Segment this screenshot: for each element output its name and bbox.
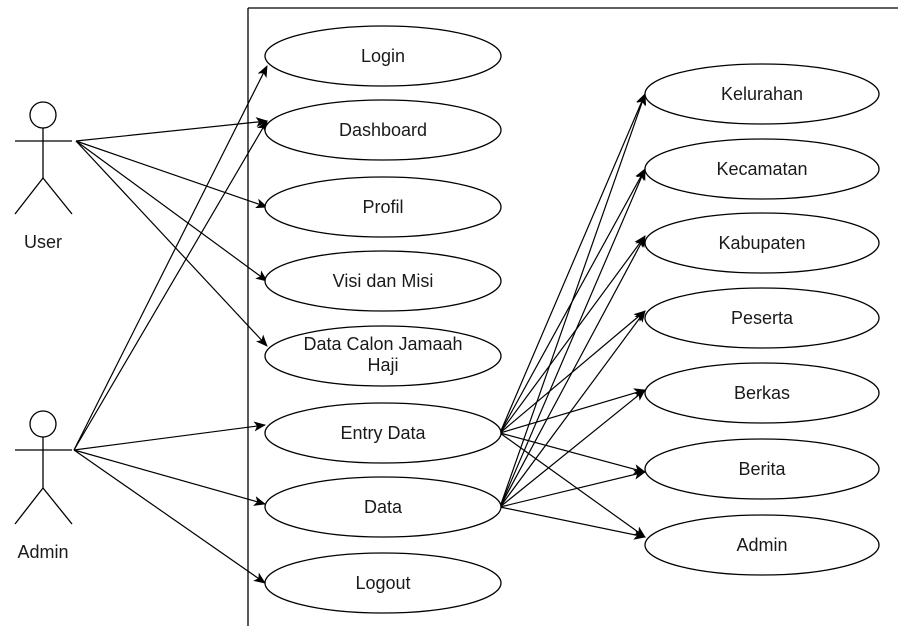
use-case-kabupaten[interactable]: Kabupaten xyxy=(644,212,880,274)
use-case-login-label: Login xyxy=(361,46,405,66)
relation-user-to-profil xyxy=(75,140,268,209)
use-case-data[interactable]: Data xyxy=(264,476,502,538)
relation-entry-to-kabupaten xyxy=(499,235,646,434)
relation-admin-to-logout xyxy=(73,449,266,584)
use-case-admin[interactable]: Admin xyxy=(644,514,880,576)
relation-data-to-berkas xyxy=(499,389,646,508)
actor-admin-left-leg xyxy=(14,487,44,525)
use-case-logout-label: Logout xyxy=(355,573,410,593)
relation-data-to-kecamatan xyxy=(499,168,646,508)
use-case-dashboard-label: Dashboard xyxy=(339,120,427,140)
relation-entry-to-berkas xyxy=(499,388,646,434)
use-case-kabupaten-label: Kabupaten xyxy=(718,233,805,253)
use-case-berita[interactable]: Berita xyxy=(644,438,880,500)
use-case-berkas[interactable]: Berkas xyxy=(644,362,880,424)
relation-entry-to-kelurahan xyxy=(499,93,646,434)
use-case-data-label: Data xyxy=(364,497,403,517)
use-case-kecamatan[interactable]: Kecamatan xyxy=(644,138,880,200)
relation-admin-to-data xyxy=(73,449,266,506)
relation-user-to-calon xyxy=(75,140,268,347)
use-case-logout[interactable]: Logout xyxy=(264,552,502,614)
relation-data-to-peserta xyxy=(499,310,646,508)
use-case-berita-label: Berita xyxy=(738,459,786,479)
use-case-dashboard[interactable]: Dashboard xyxy=(264,99,502,161)
relation-user-to-dashboard xyxy=(75,117,268,142)
use-case-login[interactable]: Login xyxy=(264,25,502,87)
use-case-kelurahan-label: Kelurahan xyxy=(721,84,803,104)
actor-admin-right-leg xyxy=(42,487,73,525)
relation-data-to-kabupaten xyxy=(499,235,646,508)
relations xyxy=(73,65,647,584)
use-case-visi-dan-misi[interactable]: Visi dan Misi xyxy=(264,250,502,312)
actor-user-right-leg xyxy=(42,177,73,215)
use-case-entry-data-label: Entry Data xyxy=(340,423,426,443)
use-case-admin-label: Admin xyxy=(736,535,787,555)
relation-data-to-berita xyxy=(499,469,646,508)
actor-admin-label: Admin xyxy=(17,542,68,562)
relation-admin-to-dashboard xyxy=(73,120,268,451)
actor-user-head xyxy=(29,101,57,129)
relation-data-to-admin_uc xyxy=(499,506,646,540)
use-case-profil[interactable]: Profil xyxy=(264,176,502,238)
use-case-kelurahan[interactable]: Kelurahan xyxy=(644,63,880,125)
actor-user-left-leg xyxy=(14,177,44,215)
use-case-entry-data[interactable]: Entry Data xyxy=(264,402,502,464)
actor-admin-head xyxy=(29,410,57,438)
relation-admin-to-entry xyxy=(73,421,266,451)
use-case-profil-label: Profil xyxy=(362,197,403,217)
use-case-peserta-label: Peserta xyxy=(731,308,794,328)
use-case-berkas-label: Berkas xyxy=(734,383,790,403)
actor-user: User xyxy=(14,101,73,252)
relation-data-to-kelurahan xyxy=(499,93,647,508)
use-case-visi-dan-misi-label: Visi dan Misi xyxy=(333,271,434,291)
actor-admin: Admin xyxy=(14,410,73,562)
relation-admin-to-login xyxy=(73,65,268,451)
use-case-kecamatan-label: Kecamatan xyxy=(716,159,807,179)
system-boundary xyxy=(247,7,898,626)
relation-user-to-visi xyxy=(75,140,268,282)
actor-user-label: User xyxy=(24,232,62,252)
use-case-peserta[interactable]: Peserta xyxy=(644,287,880,349)
